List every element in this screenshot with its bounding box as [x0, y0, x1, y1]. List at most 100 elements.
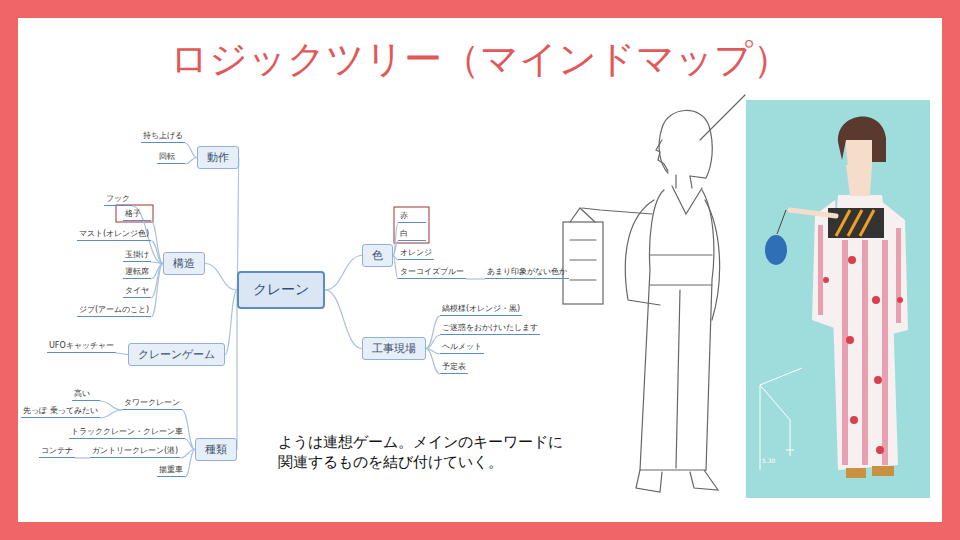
- leaf-topic: 高い: [72, 388, 100, 401]
- topic-text: 予定表: [442, 362, 466, 371]
- leaf-topic: ジブ(アームのこと): [77, 304, 151, 317]
- topic-text: 高い: [74, 389, 90, 398]
- topic-text: あまり印象がない色か: [487, 267, 567, 276]
- crane-sketch: [760, 368, 802, 470]
- pattern-stripe: [862, 240, 868, 465]
- branch-connector: [426, 335, 440, 349]
- pouch-string: [777, 210, 786, 234]
- leaf-topic: マスト(オレンジ色): [77, 228, 151, 241]
- topic-text: 格子: [125, 209, 141, 218]
- leaf-topic: 持ち上げる: [141, 130, 185, 143]
- leaf-topic: 揚重車: [157, 464, 185, 477]
- branch-connector: [185, 143, 197, 158]
- obi-stripes: [836, 210, 874, 236]
- illustration-background: [746, 100, 930, 498]
- branch-connector: [205, 264, 237, 291]
- branch-topic: 構造: [163, 252, 205, 275]
- leaf-topic: 縞模様(オレンジ・黒): [440, 303, 522, 316]
- topic-text: ご迷惑をおかけいたします: [442, 323, 538, 332]
- sketch-hair: [659, 110, 712, 178]
- sketch-bag-lines: [570, 208, 596, 280]
- topic-text: クレーン: [253, 281, 309, 299]
- branch-connector: [151, 221, 163, 264]
- branch-topic: クレーンゲーム: [128, 343, 225, 366]
- topic-text: 赤: [400, 211, 408, 220]
- topic-text: ターコイズブルー: [400, 267, 464, 276]
- branch-connector: [236, 290, 237, 450]
- branch-topic: 色: [362, 244, 393, 267]
- topic-text: 白: [400, 229, 408, 238]
- neck: [846, 165, 872, 196]
- leaf-topic: 予定表: [440, 361, 468, 374]
- branch-connector: [325, 256, 362, 291]
- branch-connector: [237, 158, 239, 291]
- pattern-dot: [874, 376, 882, 384]
- topic-text: タワークレーン: [124, 398, 180, 407]
- leaf-topic: あまり印象がない色か: [485, 266, 569, 279]
- leaf-topic: タワークレーン: [122, 397, 182, 410]
- sketch-line: [700, 95, 745, 140]
- branch-connector: [426, 316, 440, 349]
- slide-title: ロジックツリー（マインドマップ）: [0, 34, 960, 84]
- branch-connector: [466, 278, 485, 279]
- topic-text: クレーンゲーム: [138, 348, 215, 361]
- branch-connector: [151, 262, 163, 264]
- leaf-topic: 回転: [157, 151, 185, 164]
- sketch-feet: [636, 470, 718, 492]
- central-topic: クレーン: [237, 271, 325, 309]
- highlight-box: [394, 207, 429, 243]
- branch-connector: [116, 353, 128, 355]
- leaf-topic: 赤: [398, 210, 426, 223]
- branch-connector: [100, 410, 122, 418]
- leaf-topic: 先っぽ 乗ってみたい: [21, 405, 100, 418]
- topic-text: フック: [106, 194, 130, 203]
- sketch-obi: [650, 255, 712, 468]
- pattern-dot: [846, 336, 854, 344]
- pouch: [765, 235, 787, 265]
- branch-connector: [151, 241, 163, 264]
- branch-topic: 動作: [197, 146, 239, 169]
- branch-connector: [100, 401, 122, 410]
- sandal: [846, 468, 866, 478]
- branch-topic: 工事現場: [362, 337, 426, 360]
- topic-text: 工事現場: [372, 342, 416, 355]
- branch-connector: [185, 158, 197, 165]
- leaf-topic: 運転席: [123, 266, 151, 279]
- topic-text: 色: [372, 249, 383, 262]
- branch-connector: [151, 264, 163, 318]
- topic-text: 動作: [207, 151, 229, 164]
- pattern-dot: [897, 297, 903, 303]
- highlight-marks: [116, 205, 429, 243]
- topic-text: 揚重車: [159, 465, 183, 474]
- sandal: [872, 466, 894, 476]
- topic-text: 持ち上げる: [143, 131, 183, 140]
- hair: [838, 117, 886, 162]
- note-text: ようは連想ゲーム。メインのキーワードに 関連するものを結び付けていく。: [278, 432, 570, 472]
- branch-connector: [75, 457, 90, 458]
- pattern-stripe: [896, 228, 901, 323]
- pencil-sketch: [563, 95, 745, 492]
- leaf-topic: コンテナ: [39, 445, 75, 458]
- branch-connector: [182, 410, 195, 450]
- yukata-dots: [823, 256, 903, 454]
- topic-text: マスト(オレンジ色): [79, 229, 149, 238]
- sketch-arm: [582, 208, 652, 214]
- pattern-dot: [872, 296, 880, 304]
- topic-text: 玉掛け: [125, 250, 149, 259]
- leaf-topic: タイヤ: [123, 285, 151, 298]
- leaf-topic: UFOキャッチャー: [47, 340, 116, 353]
- pattern-dot: [850, 416, 858, 424]
- leaf-topic: 白: [398, 228, 426, 241]
- yukata-pattern: [818, 225, 901, 465]
- sketch-collar: [672, 175, 702, 214]
- topic-text: 構造: [173, 257, 195, 270]
- pattern-stripe: [882, 240, 888, 465]
- topic-text: コンテナ: [41, 446, 73, 455]
- branch-topic: 種類: [195, 438, 237, 461]
- branch-connector: [426, 349, 440, 375]
- branch-connector: [225, 290, 237, 355]
- obi: [828, 208, 884, 238]
- sketch-bag: [563, 222, 603, 304]
- pattern-dot: [848, 256, 856, 264]
